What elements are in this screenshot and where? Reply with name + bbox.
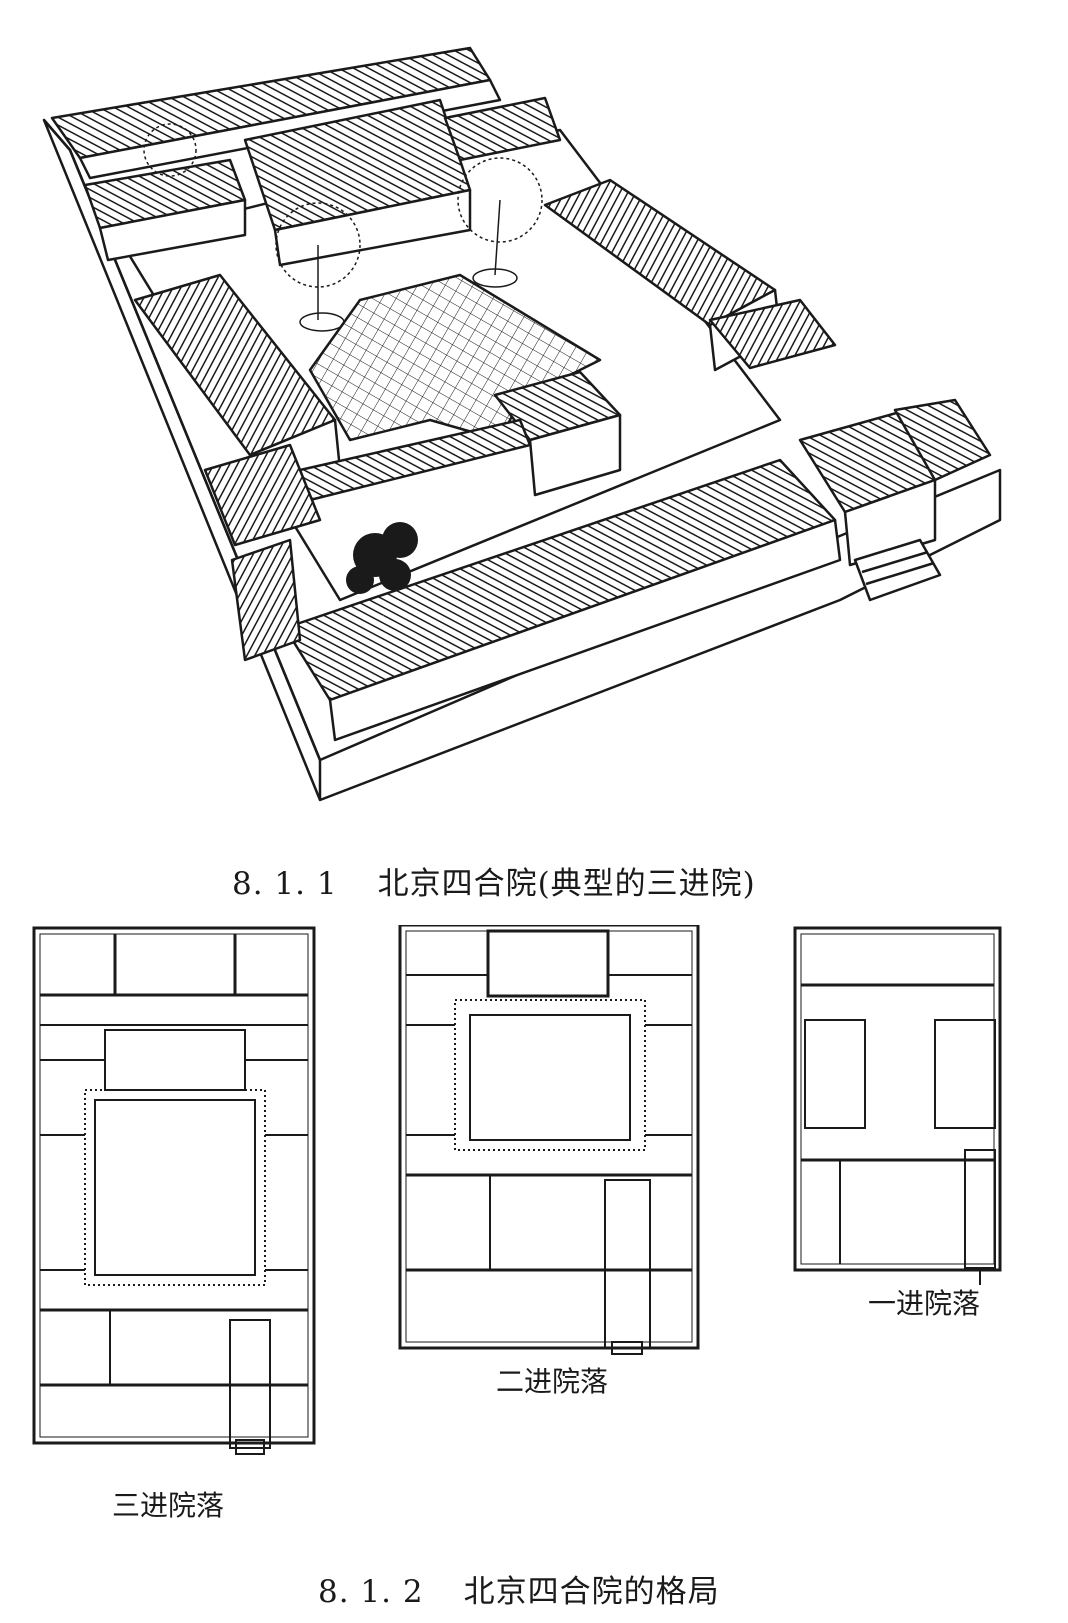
figure-1-caption: 8. 1. 1 北京四合院(典型的三进院) (232, 858, 756, 903)
plan-three-label: 三进院落 (112, 1489, 225, 1522)
isometric-courtyard-drawing (42, 46, 1002, 802)
figure-1-number: 8. 1. 1 (232, 866, 338, 902)
plan-one-courtyard (793, 926, 1002, 1285)
plan-two-label: 二进院落 (496, 1365, 609, 1398)
figure-2-title: 北京四合院的格局 (463, 1574, 720, 1610)
plan-two-courtyard (398, 925, 700, 1355)
plan-three-courtyard (32, 926, 316, 1455)
plan-one-label: 一进院落 (868, 1287, 981, 1320)
figure-2-caption: 8. 1. 2 北京四合院的格局 (318, 1566, 720, 1611)
floor-plans (0, 925, 1068, 1485)
figure-2-number: 8. 1. 2 (318, 1574, 424, 1610)
figure-1-title: 北京四合院(典型的三进院) (377, 866, 756, 902)
